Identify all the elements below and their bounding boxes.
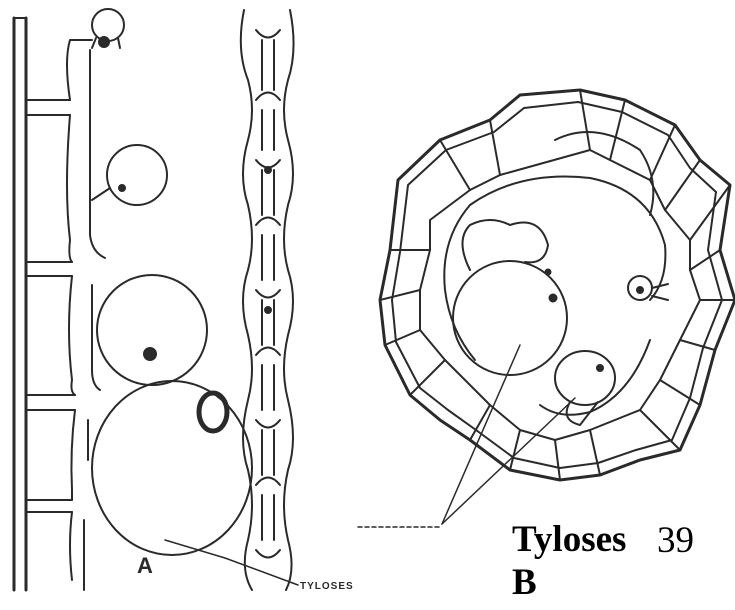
panel-b-caption: Tyloses xyxy=(512,518,626,561)
page-number: 39 xyxy=(657,519,694,562)
panel-a-label: A xyxy=(137,553,153,579)
panel-b-label: B xyxy=(512,561,537,604)
panel-a-vessel-wall xyxy=(14,9,298,590)
panel-b-cross-section xyxy=(380,90,735,480)
panel-a-caption: TYLOSES xyxy=(300,581,354,592)
panel-a-vessel-column xyxy=(241,10,294,590)
